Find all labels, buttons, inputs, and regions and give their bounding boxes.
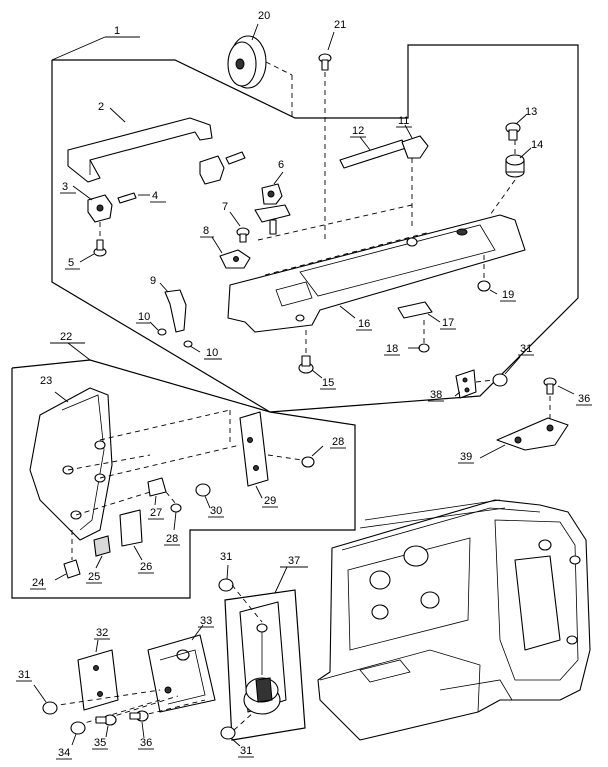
part-19-foot — [477, 255, 498, 295]
part-18-screw — [408, 320, 430, 353]
callout-14: 14 — [531, 139, 543, 151]
callout-37: 37 — [288, 555, 300, 567]
callout-24: 24 — [32, 577, 44, 589]
callout-31c: 31 — [18, 669, 30, 681]
callout-16: 16 — [358, 318, 370, 330]
part-39-plate — [479, 417, 569, 459]
callout-38: 38 — [430, 389, 442, 401]
callout-9: 9 — [150, 275, 156, 287]
callout-15: 15 — [322, 377, 334, 389]
callout-13: 13 — [525, 106, 537, 118]
part-25-pad — [93, 535, 111, 569]
callout-18: 18 — [386, 343, 398, 355]
part-31-screw-top — [475, 356, 521, 387]
part-21-screw — [318, 31, 335, 240]
part-12-shaft — [339, 136, 407, 169]
part-36-screw-lower — [129, 710, 149, 739]
callout-39: 39 — [460, 451, 472, 463]
part-3-bracket — [72, 185, 113, 223]
callout-27: 27 — [150, 507, 162, 519]
part-37-dial-assembly — [239, 601, 287, 715]
part-20-pulley — [227, 23, 293, 118]
callout-35: 35 — [94, 737, 106, 749]
callout-26: 26 — [140, 561, 152, 573]
machine-frame — [317, 499, 591, 741]
callout-36b: 36 — [140, 737, 152, 749]
callout-20: 20 — [258, 10, 270, 22]
part-8-lever — [211, 236, 251, 269]
callout-1: 1 — [114, 25, 120, 37]
callout-28a: 28 — [166, 533, 178, 545]
part-7-washer — [229, 211, 250, 243]
part-26-label — [119, 509, 143, 561]
part-31-screw-lowerleft — [33, 684, 58, 715]
callout-32: 32 — [96, 627, 108, 639]
part-33-mechanism-plate — [147, 624, 216, 713]
callout-4: 4 — [152, 190, 158, 202]
callout-5: 5 — [68, 257, 74, 269]
callout-11: 11 — [398, 115, 409, 127]
part-30-cap — [195, 483, 211, 509]
callout-10a: 10 — [138, 311, 150, 323]
part-28-screw-right — [267, 445, 324, 468]
callout-10b: 10 — [206, 347, 218, 359]
part-29-plate — [239, 411, 269, 499]
part-28-screw-small — [165, 491, 182, 531]
part-35-screw — [95, 714, 117, 738]
callout-underlines — [16, 36, 592, 760]
part-11-lever — [401, 124, 429, 230]
part-10-screws — [149, 321, 201, 353]
handle-bracket-right — [199, 151, 246, 185]
part-5-screw — [79, 222, 107, 263]
callout-28b: 28 — [332, 436, 344, 448]
callout-34: 34 — [58, 747, 70, 759]
part-36-screw-right — [543, 377, 575, 420]
part-31-screw-upper — [218, 564, 263, 623]
part-27-bracket — [147, 477, 167, 506]
part-4-pin — [117, 192, 150, 204]
callout-31d: 31 — [240, 745, 252, 757]
part-23-face-cover — [29, 387, 113, 541]
part-31-screw-lower — [220, 711, 255, 747]
callout-17: 17 — [442, 317, 454, 329]
callout-6: 6 — [278, 159, 284, 171]
callout-7: 7 — [222, 201, 228, 213]
group-22-outline — [11, 342, 356, 599]
part-34-screw — [70, 721, 86, 746]
callout-36a: 36 — [578, 393, 590, 405]
callout-21: 21 — [334, 19, 346, 31]
group-37-outline — [224, 566, 308, 741]
part-14-spool — [489, 140, 532, 216]
callout-25: 25 — [88, 571, 100, 583]
callout-12: 12 — [352, 125, 364, 137]
part-6-tension-unit — [254, 171, 291, 235]
part-24-clip — [54, 530, 81, 581]
callout-22: 22 — [60, 331, 72, 343]
callout-3: 3 — [62, 181, 68, 193]
callout-19: 19 — [502, 289, 514, 301]
part-32-bracket — [77, 639, 119, 711]
group-22-dash-lines — [67, 409, 241, 516]
callout-31b: 31 — [220, 551, 232, 563]
part-9-spring — [159, 282, 187, 333]
callout-23: 23 — [40, 375, 52, 387]
part-16-bed-plate — [227, 204, 526, 333]
callout-33: 33 — [200, 615, 212, 627]
part-2-handle — [67, 107, 213, 183]
callout-31a: 31 — [520, 343, 532, 355]
callout-labels: 1 2 3 4 5 6 7 8 9 10 10 11 12 13 14 15 1… — [18, 10, 590, 759]
callout-30: 30 — [210, 505, 222, 517]
part-17-spring-plate — [397, 301, 441, 323]
callout-8: 8 — [203, 225, 209, 237]
lower-left-dash-lines — [51, 689, 206, 726]
callout-29: 29 — [264, 495, 276, 507]
part-13-knob — [505, 114, 527, 141]
part-15-screw — [298, 330, 323, 379]
callout-2: 2 — [98, 101, 104, 113]
part-38-bracket — [454, 369, 477, 399]
